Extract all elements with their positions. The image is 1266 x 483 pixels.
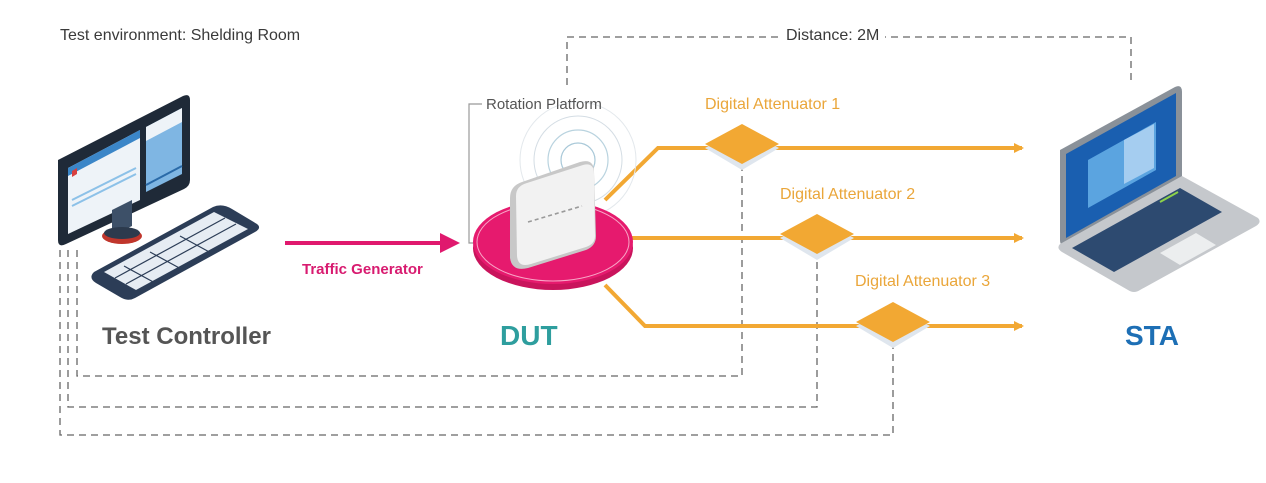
control-line-1 bbox=[76, 168, 743, 377]
router-icon bbox=[510, 161, 596, 269]
attenuator-2-label: Digital Attenuator 2 bbox=[780, 186, 916, 203]
control-lines bbox=[59, 168, 894, 436]
environment-title: Test environment: Shelding Room bbox=[60, 27, 301, 44]
attenuator-2-icon bbox=[780, 214, 854, 260]
attenuator-3-icon bbox=[856, 302, 930, 348]
rotation-platform-label: Rotation Platform bbox=[486, 96, 602, 113]
dut-label: DUT bbox=[500, 320, 558, 351]
control-line-3 bbox=[59, 250, 894, 436]
laptop-icon bbox=[1058, 86, 1260, 292]
traffic-generator-label: Traffic Generator bbox=[302, 261, 423, 278]
rotation-platform-bracket bbox=[468, 103, 482, 244]
control-line-2 bbox=[67, 250, 818, 408]
distance-label: Distance: 2M bbox=[780, 27, 886, 45]
signal-path-1 bbox=[603, 143, 1024, 202]
sta-label: STA bbox=[1125, 320, 1179, 351]
desktop-computer-icon bbox=[58, 95, 260, 300]
signal-path-3 bbox=[603, 283, 1024, 331]
attenuator-3-label: Digital Attenuator 3 bbox=[855, 273, 991, 290]
traffic-arrow bbox=[285, 233, 460, 253]
test-controller-label: Test Controller bbox=[102, 323, 271, 350]
attenuator-1-icon bbox=[705, 124, 779, 170]
attenuator-1-label: Digital Attenuator 1 bbox=[705, 96, 841, 113]
